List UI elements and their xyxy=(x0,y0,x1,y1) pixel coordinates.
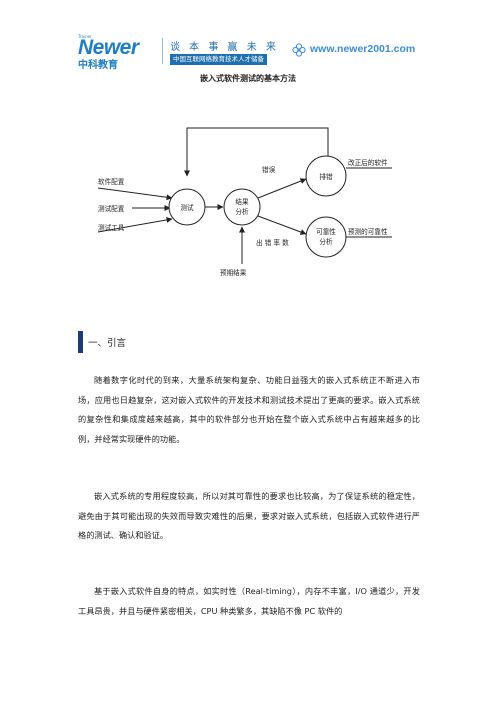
label-node-debug: 排错 xyxy=(319,172,333,181)
node-reliability xyxy=(305,216,347,258)
site-url-link[interactable]: www.newer2001.com xyxy=(310,43,416,55)
edge-analysis-reliability xyxy=(257,215,307,235)
label-edge-error-rate: 出 错 率 数 xyxy=(256,238,289,247)
section-heading: 一、引言 xyxy=(78,331,378,353)
section-title: 一、引言 xyxy=(88,338,127,349)
test-process-diagram: 软件配置 测试配置 测试工具 测试 结果 分析 排错 可靠性 分析 错误 出 错… xyxy=(97,127,392,277)
paragraph-2: 嵌入式系统的专用程度较高，所以对其可靠性的要求也比较高，为了保证系统的稳定性，避… xyxy=(78,491,420,540)
header-divider xyxy=(162,38,163,64)
input-arrow-software-config xyxy=(97,187,173,201)
feedback-line xyxy=(184,127,329,177)
page-header: Trainer Newer 中科教育 谈 本 事 赢 未 来 中国互联网络教育技… xyxy=(78,34,428,71)
document-title: 嵌入式软件测试的基本方法 xyxy=(200,74,296,83)
slogan-text: 谈 本 事 赢 未 来 xyxy=(170,42,279,53)
label-node-analysis-1: 结果 xyxy=(235,197,249,206)
newer-logo: Trainer Newer 中科教育 xyxy=(78,34,160,71)
flower-icon xyxy=(292,43,306,57)
label-test-config: 测试配置 xyxy=(98,204,125,213)
section-accent-bar xyxy=(78,331,83,353)
logo-cn-text: 中科教育 xyxy=(78,60,118,71)
label-node-reliability-1: 可靠性 xyxy=(316,227,336,236)
input-arrow-test-tools xyxy=(97,216,173,233)
node-debug xyxy=(305,155,347,197)
logo-text: Newer xyxy=(78,36,139,59)
label-output-corrected: 改正后的软件 xyxy=(348,158,388,167)
label-software-config: 软件配置 xyxy=(98,177,125,186)
label-node-reliability-2: 分析 xyxy=(319,237,333,246)
label-node-analysis-2: 分析 xyxy=(235,207,249,216)
label-output-predicted: 预测的可靠性 xyxy=(348,227,388,236)
paragraph-3: 基于嵌入式软件自身的特点，如实时性（Real-timing），内存不丰富，I/O… xyxy=(78,586,420,616)
label-expected-result: 预期结果 xyxy=(220,268,247,277)
label-test-tools: 测试工具 xyxy=(98,223,125,232)
paragraph-1: 随着数字化时代的到来，大量系统架构复杂、功能日益强大的嵌入式系统正不断进入市场，… xyxy=(78,375,420,444)
label-node-test: 测试 xyxy=(180,203,194,212)
logo-tag: Trainer xyxy=(78,34,92,39)
node-analysis xyxy=(223,188,261,226)
slogan-banner: 中国互联网络教育技术人才储备 xyxy=(170,54,267,65)
label-edge-error: 错误 xyxy=(262,165,276,174)
edge-analysis-debug xyxy=(257,178,307,199)
